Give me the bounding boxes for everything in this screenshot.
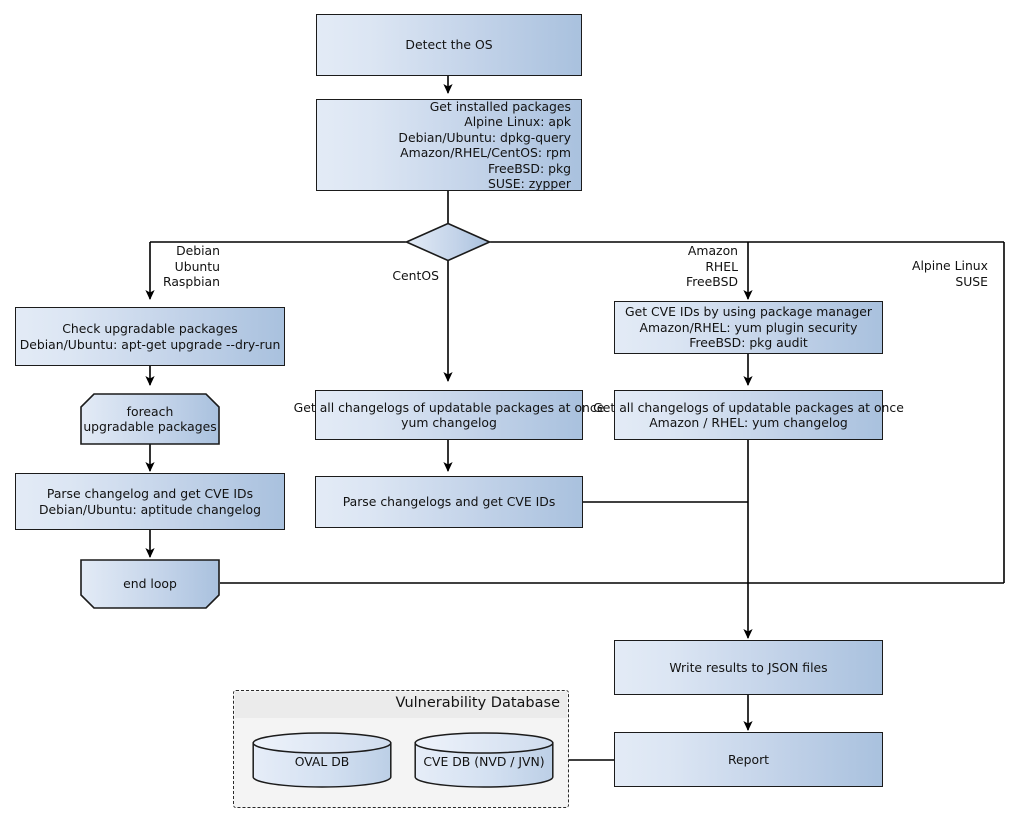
node-report-label: Report <box>727 751 770 767</box>
node-detect-os[interactable]: Detect the OS <box>316 14 582 76</box>
node-write-results-label: Write results to JSON files <box>669 659 828 675</box>
loop-end-shape <box>80 559 220 609</box>
node-parse-changelogs-centos-label: Parse changelogs and get CVE IDs <box>342 494 556 510</box>
node-changelogs-centos[interactable]: Get all changelogs of updatable packages… <box>294 390 604 440</box>
node-detect-os-label: Detect the OS <box>405 37 493 53</box>
node-report[interactable]: Report <box>614 732 883 787</box>
database-cylinder-cve[interactable]: CVE DB (NVD / JVN) <box>414 732 554 788</box>
vulnerability-database-group: Vulnerability Database OVAL D <box>233 690 569 808</box>
node-os-decision[interactable] <box>404 222 492 262</box>
database-icon <box>414 732 554 788</box>
loop-begin-shape <box>80 393 220 445</box>
branch-label-centos: CentOS <box>392 268 439 283</box>
decision-diamond-shape <box>404 222 492 262</box>
node-end-loop-label: end loop <box>123 576 177 592</box>
node-parse-changelogs-centos[interactable]: Parse changelogs and get CVE IDs <box>315 476 583 528</box>
vulnerability-database-titlebar <box>235 692 567 718</box>
vulnerability-database-title: Vulnerability Database <box>395 695 560 711</box>
node-changelogs-centos-label: Get all changelogs of updatable packages… <box>293 399 605 431</box>
database-cylinder-oval[interactable]: OVAL DB <box>252 732 392 788</box>
database-icon <box>252 732 392 788</box>
node-write-results[interactable]: Write results to JSON files <box>614 640 883 695</box>
node-end-loop[interactable]: end loop <box>80 559 220 609</box>
node-changelogs-amazon-label: Get all changelogs of updatable packages… <box>593 399 904 431</box>
node-changelogs-amazon[interactable]: Get all changelogs of updatable packages… <box>593 390 904 440</box>
database-cylinder-oval-label: OVAL DB <box>294 754 350 769</box>
database-cylinder-cve-label: CVE DB (NVD / JVN) <box>423 754 545 769</box>
